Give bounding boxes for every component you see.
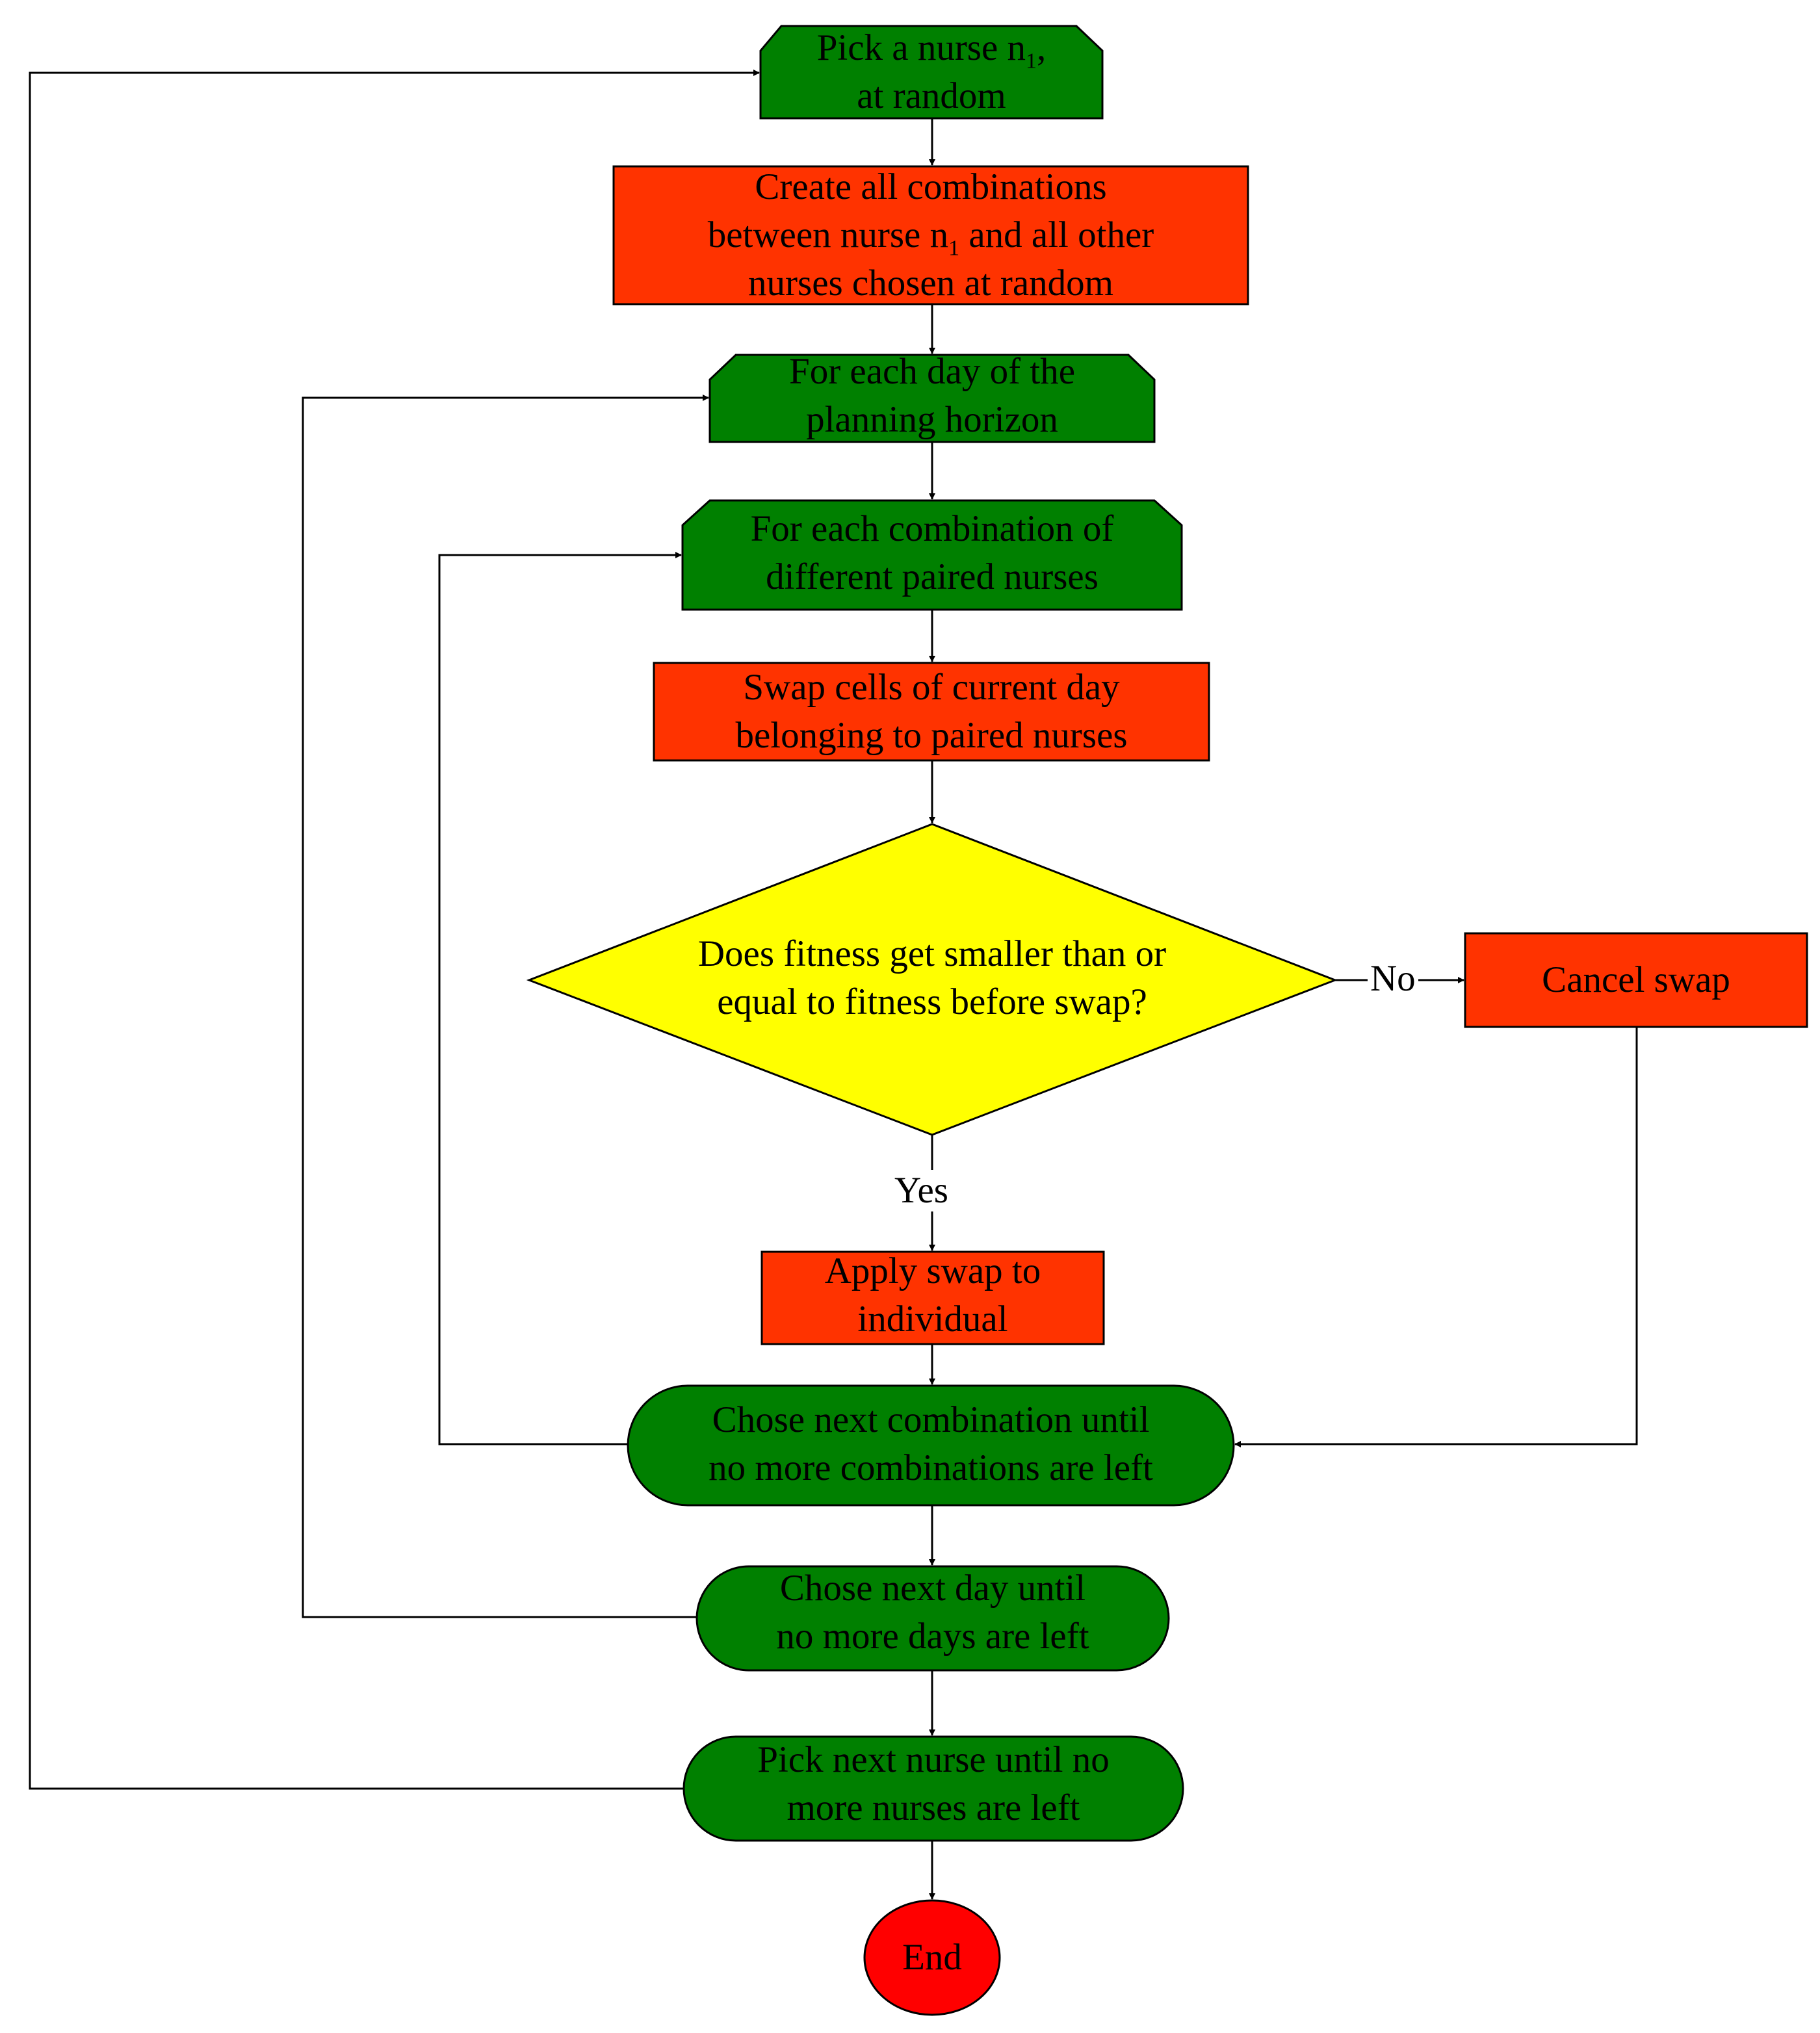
edge-cancel-to-next-combination xyxy=(1234,1027,1638,1447)
apply-swap-line1: Apply swap to xyxy=(824,1250,1041,1291)
next-nurse-node: Pick next nurse until no more nurses are… xyxy=(684,1735,1183,1833)
create-combinations-node: Create all combinations between nurse n1… xyxy=(614,166,1248,304)
pick-nurse-line2: at random xyxy=(857,75,1006,116)
edge-loop-back-combination xyxy=(438,552,682,1445)
next-day-node: Chose next day until no more days are le… xyxy=(697,1564,1169,1661)
yes-edge-label: Yes xyxy=(892,1170,951,1211)
create-combinations-line2: between nurse n1 and all other xyxy=(707,214,1154,261)
pick-nurse-line1: Pick a nurse n1, xyxy=(816,27,1046,73)
cancel-swap-label: Cancel swap xyxy=(1542,959,1730,1000)
next-combination-line1: Chose next combination until xyxy=(712,1399,1150,1440)
each-day-shape xyxy=(708,354,1156,443)
pick-nurse-node: Pick a nurse n1, at random xyxy=(760,26,1102,118)
create-combinations-shape xyxy=(612,165,1249,305)
apply-swap-line2: individual xyxy=(857,1299,1008,1340)
pick-nurse-shape xyxy=(759,25,1104,120)
swap-cells-shape xyxy=(653,662,1210,762)
next-day-line2: no more days are left xyxy=(776,1616,1089,1657)
create-combinations-line3: nurses chosen at random xyxy=(748,263,1113,304)
each-combination-shape xyxy=(681,499,1183,611)
next-combination-line2: no more combinations are left xyxy=(708,1447,1153,1488)
next-nurse-line1: Pick next nurse until no xyxy=(757,1739,1110,1780)
fitness-check-line2: equal to fitness before swap? xyxy=(717,981,1147,1022)
each-combination-node: For each combination of different paired… xyxy=(682,504,1182,602)
end-node: End xyxy=(864,1900,1000,2015)
each-combination-line1: For each combination of xyxy=(750,508,1114,549)
edge-loop-back-nurse xyxy=(29,70,760,1790)
each-day-line2: planning horizon xyxy=(806,399,1058,440)
swap-cells-line1: Swap cells of current day xyxy=(743,667,1120,708)
no-edge-label: No xyxy=(1368,958,1418,1000)
cancel-swap-node: Cancel swap xyxy=(1465,933,1807,1027)
each-combination-line2: different paired nurses xyxy=(766,556,1098,597)
edge-loop-back-day xyxy=(302,395,709,1618)
swap-cells-node: Swap cells of current day belonging to p… xyxy=(654,663,1209,760)
next-day-line1: Chose next day until xyxy=(779,1568,1086,1609)
each-day-node: For each day of the planning horizon xyxy=(710,350,1154,442)
end-label: End xyxy=(902,1937,962,1978)
create-combinations-line1: Create all combinations xyxy=(755,166,1107,207)
each-day-line1: For each day of the xyxy=(789,351,1075,392)
apply-swap-shape xyxy=(760,1250,1105,1345)
next-combination-node: Chose next combination until no more com… xyxy=(628,1392,1234,1496)
fitness-check-node: Does fitness get smaller than or equal t… xyxy=(594,929,1270,1027)
next-nurse-line2: more nurses are left xyxy=(786,1787,1080,1828)
swap-cells-line2: belonging to paired nurses xyxy=(735,715,1128,756)
next-combination-shape xyxy=(627,1384,1235,1507)
fitness-check-line1: Does fitness get smaller than or xyxy=(697,933,1167,974)
apply-swap-node: Apply swap to individual xyxy=(762,1249,1104,1341)
end-shape xyxy=(863,1899,1001,2016)
